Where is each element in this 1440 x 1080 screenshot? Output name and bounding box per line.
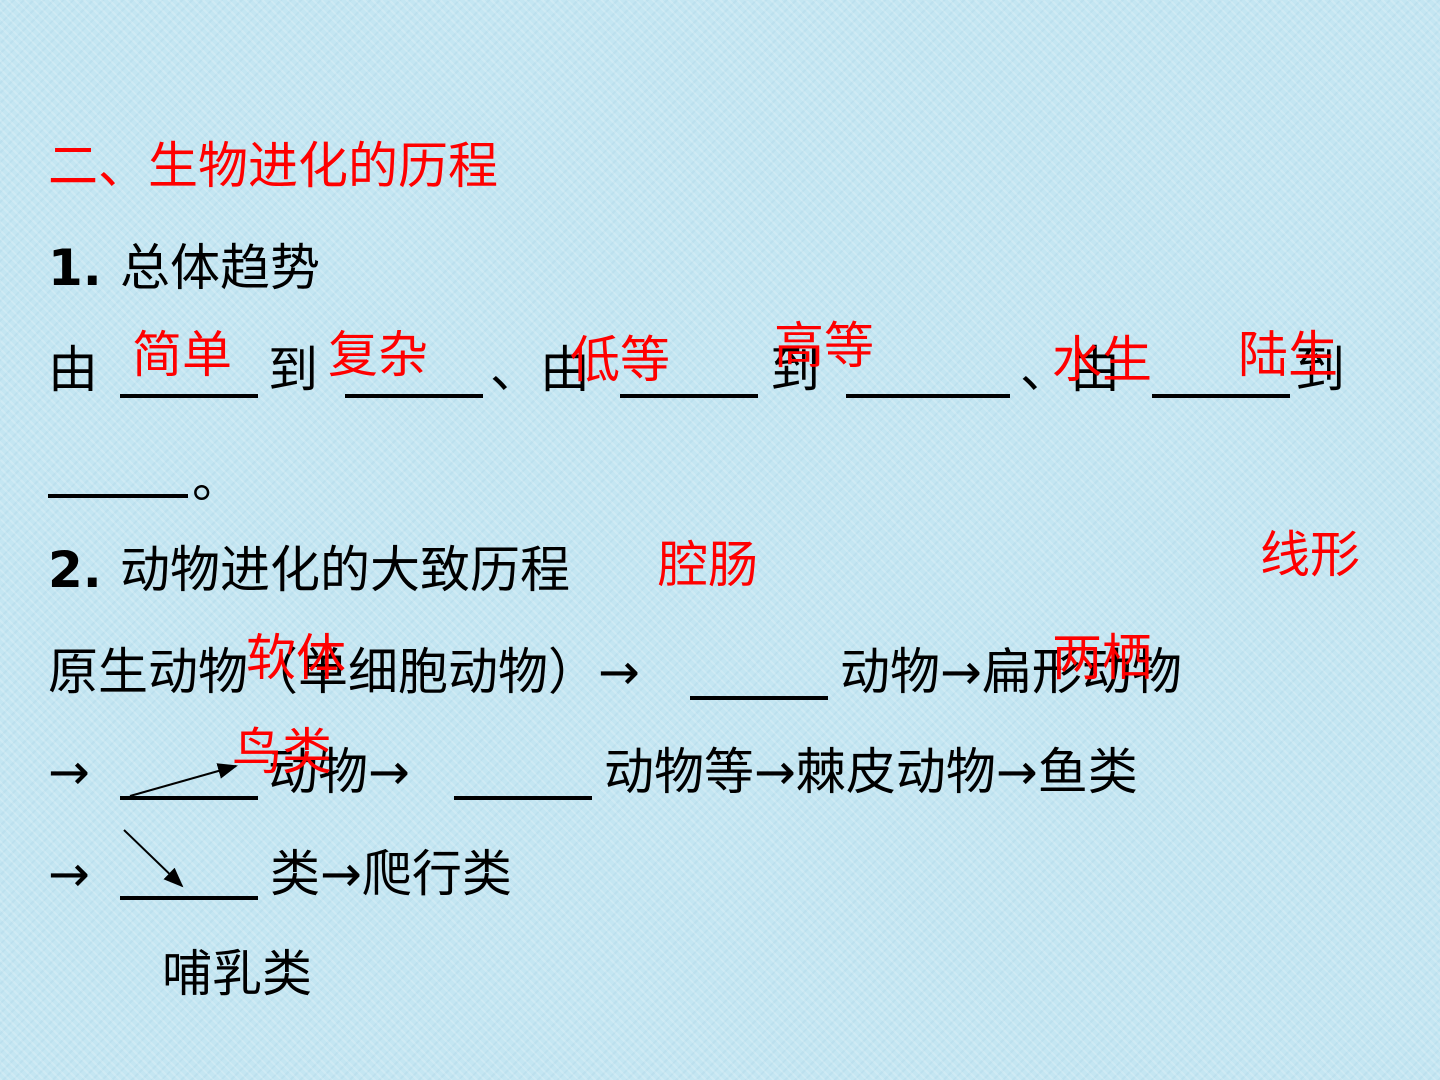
history-line3-end: 类→爬行类	[270, 845, 512, 903]
trend-text-you-2: 、由	[490, 341, 590, 399]
history-blank-3	[454, 796, 592, 800]
trend-blank-3	[620, 394, 758, 398]
history-blank-4	[120, 896, 258, 900]
answer-lusheng: 陆生	[1238, 326, 1338, 384]
part1-heading: 总体趋势	[120, 239, 320, 297]
section-title: 二、生物进化的历程	[48, 137, 498, 195]
history-line2-end: 动物等→棘皮动物→鱼类	[604, 743, 1138, 801]
answer-liangqi: 两栖	[1052, 629, 1152, 687]
answer-didong: 低等	[570, 331, 670, 389]
history-line4: 哺乳类	[162, 945, 312, 1003]
answer-shuisheng: 水生	[1052, 331, 1152, 389]
trend-blank-5	[1152, 394, 1290, 398]
trend-text-you-3: 、由	[1020, 341, 1120, 399]
trend-text-you: 由	[48, 341, 98, 399]
answer-xianxing: 线形	[1260, 526, 1360, 584]
answer-gaodeng: 高等	[774, 317, 874, 375]
answer-niaolei: 鸟类	[232, 723, 332, 781]
branch-arrow-up	[129, 763, 238, 797]
part2-heading: 动物进化的大致历程	[120, 541, 570, 599]
trend-blank-2	[345, 394, 483, 398]
part2-number: 2.	[48, 541, 102, 599]
answer-fuza: 复杂	[328, 326, 428, 384]
history-line3-start: →	[48, 845, 90, 903]
trend-blank-1	[120, 394, 258, 398]
history-line2-start: →	[48, 743, 90, 801]
history-line1-mid: 动物→扁形动物	[840, 643, 1182, 701]
answer-qiangchang: 腔肠	[658, 536, 758, 594]
part1-number: 1.	[48, 239, 102, 297]
history-blank-1	[690, 696, 828, 700]
history-line2-mid: 动物→	[268, 743, 410, 801]
answer-jiandan: 简单	[132, 326, 232, 384]
trend-blank-4	[846, 394, 1010, 398]
history-blank-2	[120, 796, 258, 800]
answer-ruanti: 软体	[246, 629, 346, 687]
trend-blank-6	[48, 494, 188, 498]
branch-arrow-down	[123, 829, 184, 888]
trend-text-dao-3: 到	[1295, 341, 1345, 399]
history-line1-start: 原生动物（单细胞动物）→	[48, 643, 640, 701]
trend-text-dao-1: 到	[268, 341, 318, 399]
trend-text-dao-2: 到	[770, 341, 820, 399]
trend-end-mark: 。	[192, 451, 242, 509]
